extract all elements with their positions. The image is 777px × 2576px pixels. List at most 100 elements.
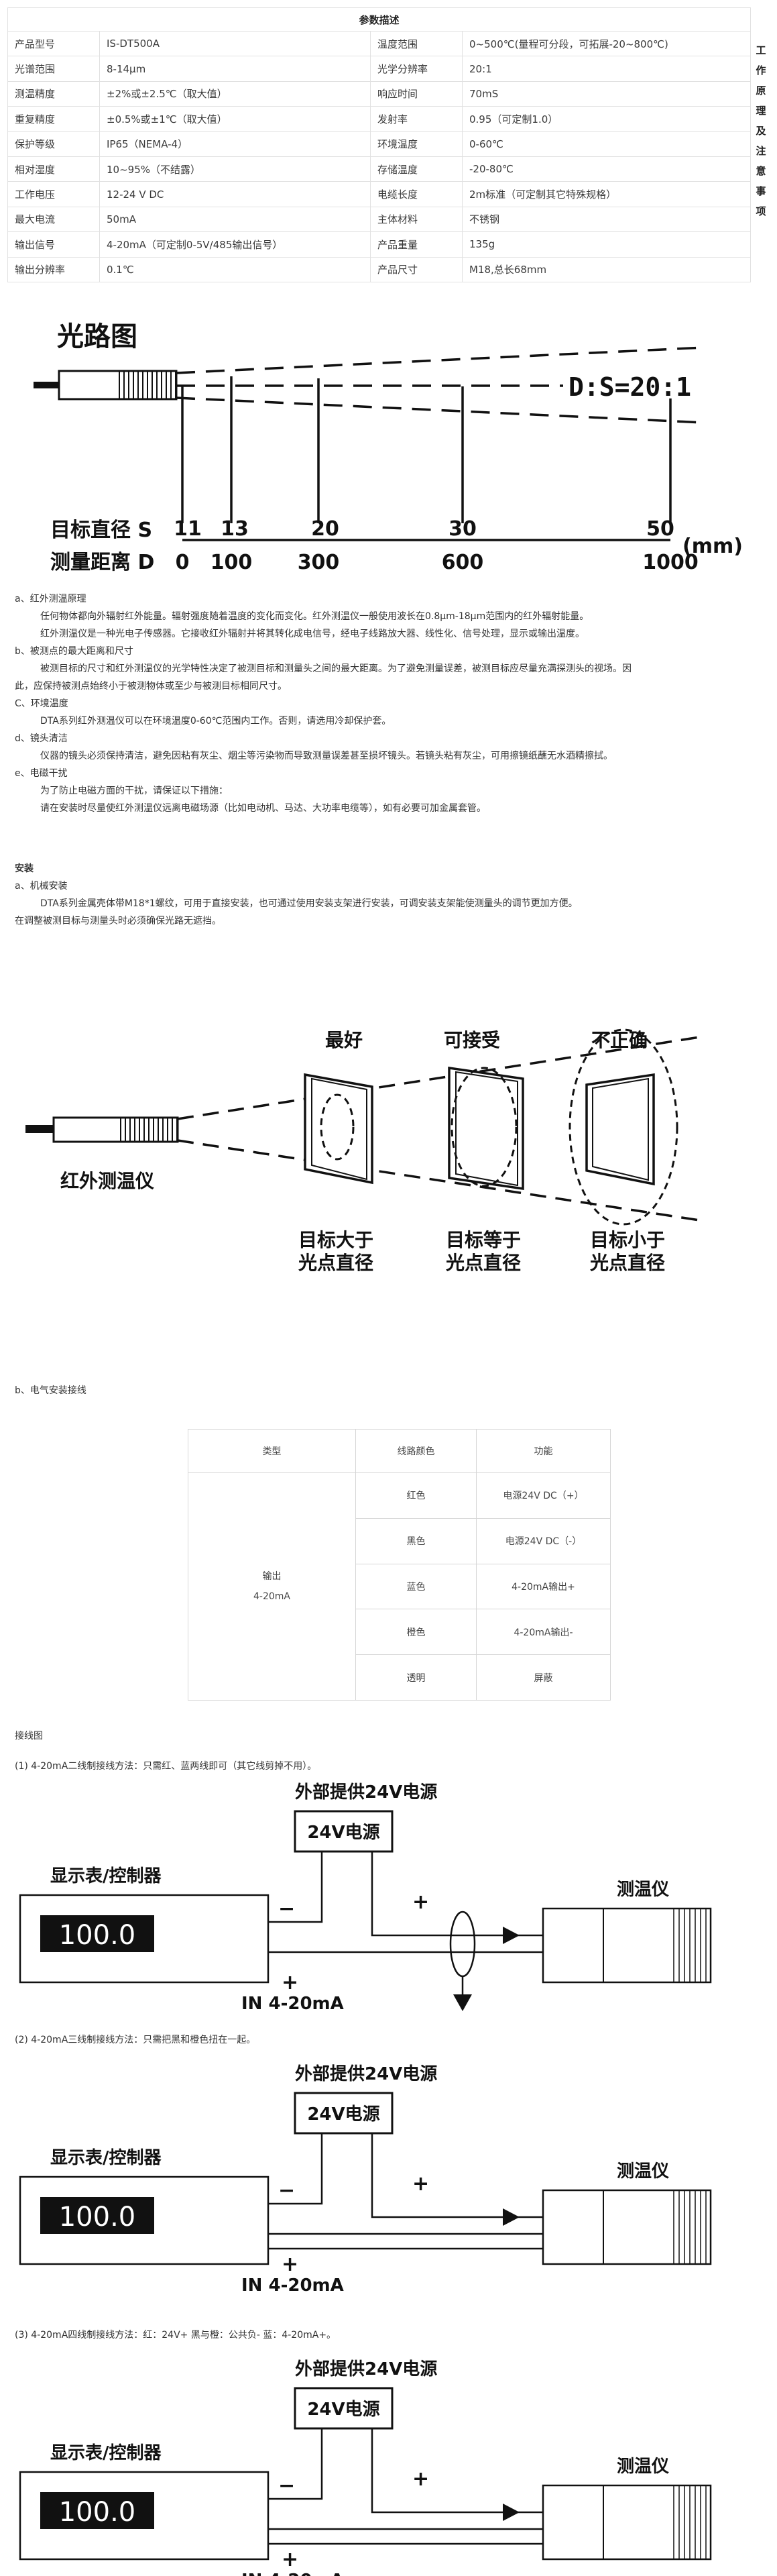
d-value: 1000 <box>642 551 699 574</box>
spec-label: 相对湿度 <box>7 156 100 182</box>
spec-value: 不锈钢 <box>461 206 752 233</box>
sensor-box <box>542 2189 712 2265</box>
wire-plus <box>371 2133 543 2218</box>
wire-plus <box>371 1851 543 1937</box>
device-body <box>52 1116 179 1143</box>
spec-label: 发射率 <box>370 106 463 132</box>
install-title: 安装 <box>15 863 34 874</box>
spec-label: 产品尺寸 <box>370 256 463 283</box>
input-label: IN 4-20mA <box>241 2571 344 2576</box>
spec-label: 最大电流 <box>7 206 100 233</box>
note-line: 为了防止电磁方面的干扰，请保证以下措施： <box>40 786 228 796</box>
spec-value: ±0.5%或±1℃（取大值） <box>99 106 371 132</box>
d-value: 600 <box>442 551 484 574</box>
display-reading: 100.0 <box>59 2202 136 2233</box>
plus-sign: + <box>412 2172 429 2196</box>
caption-best-1: 目标大于 <box>298 1229 373 1251</box>
spec-label: 测温精度 <box>7 80 100 107</box>
plus-sign: + <box>282 2253 298 2276</box>
note-line: b、被测点的最大距离和尺寸 <box>15 646 133 657</box>
sensor-threads <box>119 372 176 398</box>
display-screen <box>40 2492 154 2529</box>
target-size-diagram: 红外测温仪 最好 目标大于 光点直径 可接受 目标等于 光点直径 不正确 目标小… <box>25 1028 705 1274</box>
side-note-char: 工 <box>756 44 766 56</box>
note-line: 请在安装时尽量使红外测温仪远离电磁场源（比如电动机、马达、大功率电缆等），如有必… <box>40 803 486 814</box>
spec-label: 光谱范围 <box>7 56 100 82</box>
spec-value: 2m标准（可定制其它特殊规格） <box>461 181 752 207</box>
power-supply-box <box>294 1810 394 1853</box>
s-value: 50 <box>646 517 674 541</box>
wiring-header-type: 类型 <box>188 1429 356 1473</box>
wire-function: 电源24V DC（-） <box>476 1517 611 1564</box>
beam-upper <box>176 346 705 374</box>
external-power-label: 外部提供24V电源 <box>295 2359 437 2379</box>
target-acceptable: 可接受 目标等于 光点直径 <box>444 1029 524 1274</box>
spot-circle <box>569 1028 678 1226</box>
note-line: a、红外测温原理 <box>15 594 86 604</box>
spec-value: 0.1℃ <box>99 256 371 283</box>
display-controller-label: 显示表/控制器 <box>50 1866 162 1886</box>
target-plate <box>585 1073 655 1186</box>
ratio-label: D:S=20:1 <box>569 372 691 402</box>
spec-label: 产品重量 <box>370 231 463 258</box>
wire-minus <box>268 2428 323 2500</box>
principle-notes: a、红外测温原理任何物体都向外辐射红外能量。辐射强度随着温度的变化而变化。红外测… <box>15 590 632 817</box>
spec-label: 主体材料 <box>370 206 463 233</box>
input-label: IN 4-20mA <box>241 1994 344 2014</box>
device-cable <box>25 1125 54 1133</box>
wire-minus <box>268 1851 323 1923</box>
install-line: 在调整被测目标与测量头时必须确保光路无遮挡。 <box>15 916 221 926</box>
shield-ring <box>449 1911 476 1978</box>
power-supply-box <box>294 2092 394 2135</box>
wire-function: 电源24V DC（+） <box>476 1472 611 1519</box>
display-screen <box>40 1915 154 1952</box>
external-power-label: 外部提供24V电源 <box>295 2064 437 2084</box>
s-value: 20 <box>311 517 339 541</box>
spec-value: 50mA <box>99 206 371 233</box>
wire-color: 橙色 <box>355 1609 477 1656</box>
sensor-label: 测温仪 <box>617 2457 670 2477</box>
spec-value: IP65（NEMA-4） <box>99 131 371 157</box>
spec-label: 工作电压 <box>7 181 100 207</box>
best-label: 最好 <box>325 1029 363 1051</box>
wire-function: 屏蔽 <box>476 1654 611 1701</box>
target-plate-inner <box>311 1077 367 1181</box>
caption-best-2: 光点直径 <box>298 1252 373 1274</box>
note-line: d、镜头清洁 <box>15 733 68 744</box>
wire-color: 透明 <box>355 1654 477 1701</box>
spec-label: 环境温度 <box>370 131 463 157</box>
note-line: 仪器的镜头必须保持清洁，避免因粘有灰尘、烟尘等污染物而导致测量误差甚至损坏镜头。… <box>40 751 613 761</box>
spec-value: 12-24 V DC <box>99 181 371 207</box>
unit-label: (mm) <box>682 535 743 558</box>
circuit-caption-1: (1) 4-20mA二线制接线方法：只需红、蓝两线即可（其它线剪掉不用）。 <box>15 1761 317 1772</box>
wiring-type-label: 输出 <box>262 1571 282 1582</box>
circuit-caption-2: (2) 4-20mA三线制接线方法：只需把黑和橙色扭在一起。 <box>15 2035 256 2045</box>
wiring-row: 透明屏蔽 <box>188 1654 611 1701</box>
power-supply-box <box>294 2387 394 2430</box>
wiring-header-function: 功能 <box>476 1429 611 1473</box>
s-value: 13 <box>221 517 249 541</box>
arrow-icon <box>503 1927 520 1944</box>
spec-value: 20:1 <box>461 56 752 82</box>
spec-value: 4-20mA（可定制0-5V/485输出信号） <box>99 231 371 258</box>
fov-upper <box>177 1035 705 1120</box>
display-controller-label: 显示表/控制器 <box>50 2443 162 2463</box>
wire-plus <box>371 2428 543 2514</box>
minus-sign: − <box>278 2474 295 2498</box>
display-controller-label: 显示表/控制器 <box>50 2148 162 2168</box>
d-value: 300 <box>298 551 340 574</box>
